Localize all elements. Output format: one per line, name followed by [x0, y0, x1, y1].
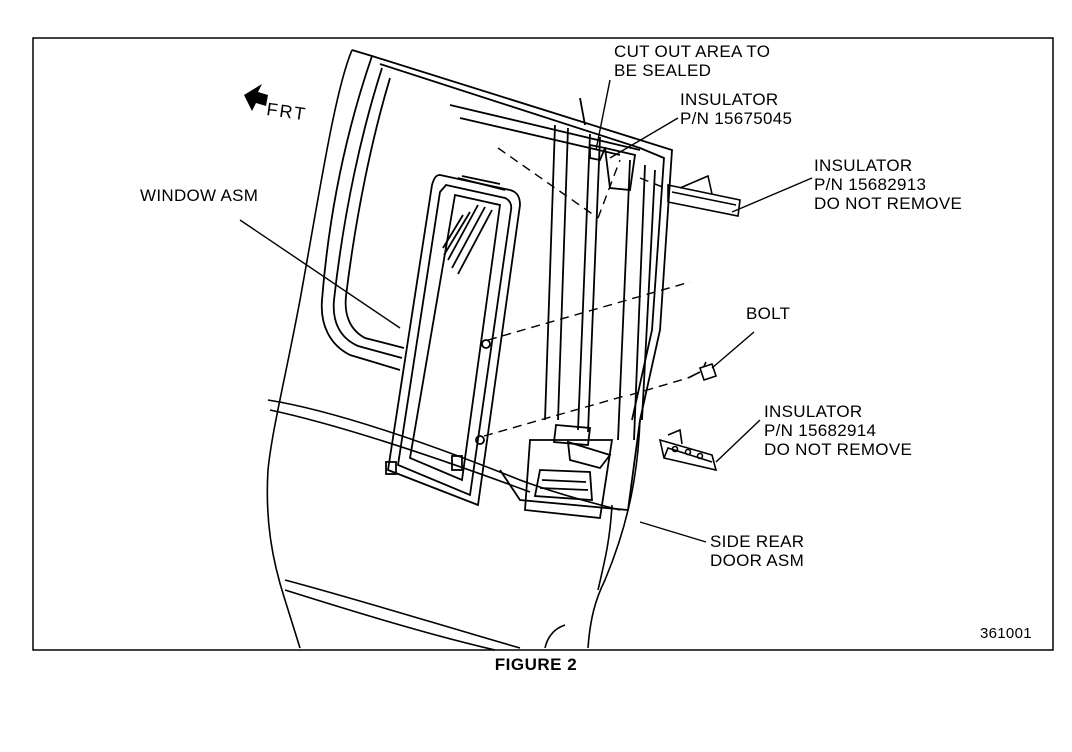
- front-arrow-icon: [244, 84, 268, 111]
- insulator-15682913: [667, 174, 741, 217]
- figure-frame: [32, 37, 1054, 651]
- label-bolt: BOLT: [746, 304, 791, 323]
- label-insulator-15675045: INSULATOR P/N 15675045: [680, 90, 793, 128]
- window-assembly: [385, 174, 521, 507]
- label-insulator-15682914: INSULATOR P/N 15682914 DO NOT REMOVE: [764, 402, 913, 459]
- vehicle-body: [266, 49, 641, 651]
- rear-door-frame: [320, 49, 673, 519]
- figure-number: 361001: [980, 625, 1032, 642]
- figure-caption: FIGURE 2: [494, 655, 578, 674]
- label-window-asm: WINDOW ASM: [140, 186, 259, 205]
- bolt-icon: [687, 361, 718, 382]
- label-cut-out-area: CUT OUT AREA TO BE SEALED: [614, 42, 771, 80]
- label-insulator-15682913: INSULATOR P/N 15682913 DO NOT REMOVE: [814, 156, 963, 213]
- alignment-lines: [483, 147, 691, 437]
- leader-lines: [239, 79, 813, 543]
- label-side-rear-door: SIDE REAR DOOR ASM: [710, 532, 805, 570]
- insulator-15682914: [658, 428, 718, 472]
